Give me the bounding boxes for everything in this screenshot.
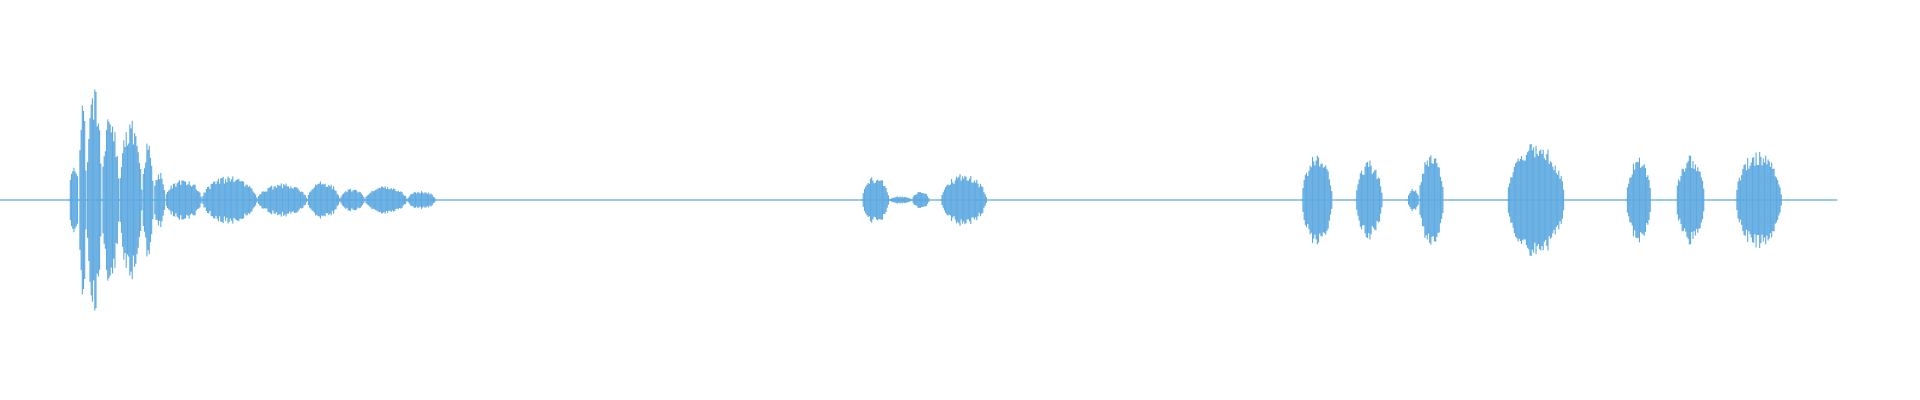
waveform-segment-16 (861, 177, 890, 223)
waveform-segment-14 (364, 186, 408, 214)
waveform-segment-12 (306, 181, 341, 219)
waveform-segment-11 (256, 183, 308, 217)
waveform-segment-18 (911, 192, 930, 208)
waveform-segment-8 (153, 172, 165, 228)
waveform-segment-24 (1506, 143, 1565, 257)
waveform-segment-5 (101, 119, 120, 281)
waveform-segment-3 (78, 105, 87, 295)
waveform-segment-13 (339, 189, 365, 211)
waveform-segment-2 (68, 167, 79, 233)
waveform-segment-22 (1406, 189, 1419, 211)
waveform-segment-23 (1418, 155, 1444, 245)
waveform-segment-21 (1354, 160, 1383, 240)
waveform-segment-17 (888, 196, 913, 204)
waveform-segment-4 (85, 89, 102, 311)
waveform-segment-6 (118, 120, 143, 280)
waveform-segment-20 (1301, 155, 1333, 245)
waveform-segment-26 (1675, 155, 1705, 245)
waveform-segment-19 (940, 173, 987, 227)
waveform-segment-25 (1625, 157, 1651, 243)
waveform-segment-15 (406, 191, 437, 209)
waveform-segment-7 (141, 143, 154, 257)
waveform-segment-10 (201, 176, 258, 224)
waveform-segment-9 (164, 180, 202, 220)
waveform-segment-27 (1735, 151, 1782, 249)
waveform-peaks (68, 89, 1782, 311)
